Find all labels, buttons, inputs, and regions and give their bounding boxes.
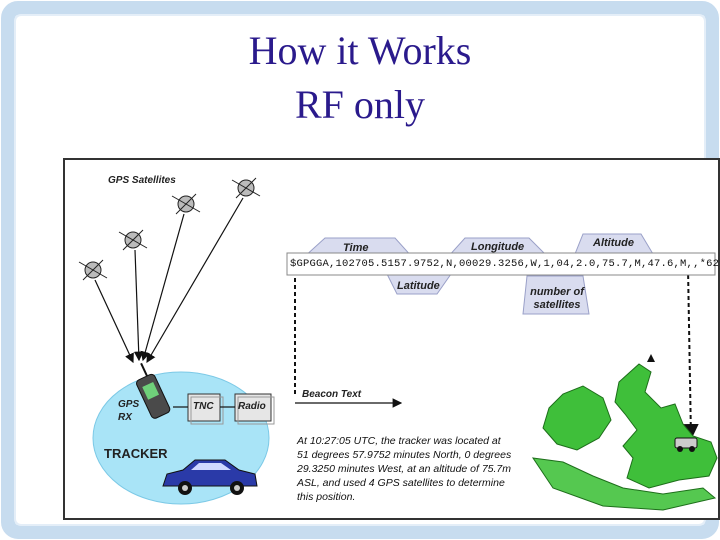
car-icon (162, 459, 258, 495)
slide-subtitle: RF only (294, 82, 426, 127)
position-description: At 10:27:05 UTC, the tracker was located… (297, 435, 512, 503)
satellite-icon (78, 259, 108, 281)
diagram-graphics (78, 177, 718, 511)
latitude-label: Latitude (397, 280, 440, 292)
satellites-count-label: number of satellites (530, 286, 584, 311)
nmea-sentence: $GPGGA,102705.5157.9752,N,00029.3256,W,1… (290, 258, 720, 270)
gps-receiver-icon (136, 362, 171, 419)
tracker-label: TRACKER (104, 446, 168, 461)
gps-satellites-label: GPS Satellites (108, 175, 176, 186)
satellite-icon (171, 193, 201, 215)
nmea-box (286, 252, 716, 276)
car-on-map-icon (674, 437, 698, 452)
radio-label: Radio (238, 401, 266, 412)
satellite-signal-lines (94, 197, 244, 364)
satellites-tab (522, 275, 590, 315)
dashed-link-right (682, 267, 699, 440)
tnc-label: TNC (193, 401, 214, 412)
altitude-label: Altitude (593, 237, 634, 249)
satellite-icon (118, 229, 148, 251)
time-label: Time (343, 242, 369, 254)
map-pin-icon (647, 354, 655, 362)
gps-rx-label: GPS RX (118, 399, 140, 423)
beacon-text-label: Beacon Text (302, 389, 362, 400)
slide-title: How it Works (248, 28, 472, 73)
longitude-label: Longitude (471, 241, 525, 253)
satellite-icon (231, 177, 261, 199)
uk-map-icon (531, 363, 718, 511)
radio-box (234, 393, 272, 422)
